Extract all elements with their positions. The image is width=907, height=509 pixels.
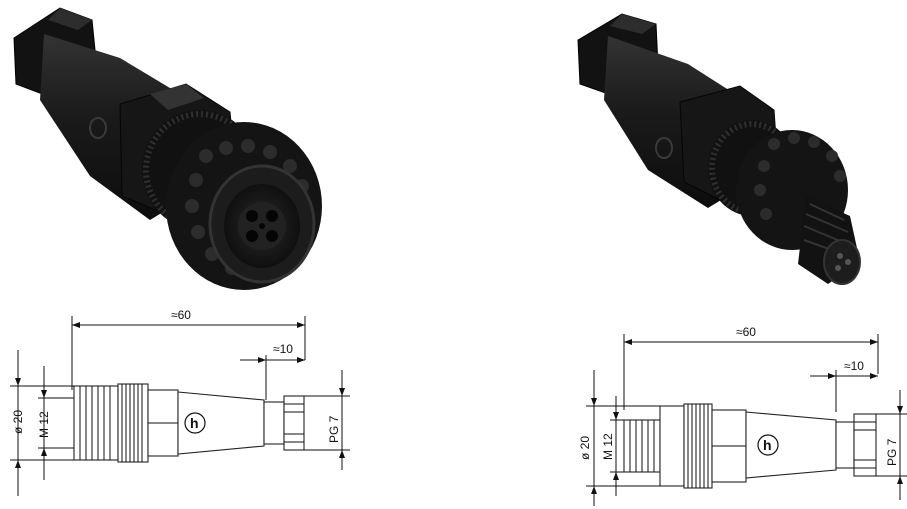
overall-length-label-male: ≈60 [736,325,756,339]
end-length-label-male: ≈10 [844,359,864,373]
male-dimension-drawing: ≈60 ≈10 [560,300,907,509]
connector-outline-male: h [623,403,877,489]
outer-diameter-label: ø 20 [11,410,25,434]
manufacturer-logo-male [757,434,779,456]
male-connector-photo [560,0,900,300]
cable-gland-label: PG 7 [327,415,341,443]
logo-letter-male: h [763,437,772,453]
threaded-pin-male [798,196,861,285]
logo-letter-female: h [190,415,199,431]
coupling-sleeve-female [166,122,322,290]
female-dimension-drawing: ≈60 ≈10 [0,300,360,509]
socket-face-female [238,202,286,250]
end-length-label: ≈10 [273,342,293,356]
outer-diameter-label-male: ø 20 [578,436,592,460]
overall-length-label: ≈60 [171,308,191,322]
cable-gland-label-male: PG 7 [885,438,899,466]
thread-label-male: M 12 [601,433,615,460]
female-connector-photo [0,0,360,300]
thread-label: M 12 [37,411,51,438]
connector-outline-female: h [73,383,305,463]
manufacturer-logo-female [184,412,206,434]
